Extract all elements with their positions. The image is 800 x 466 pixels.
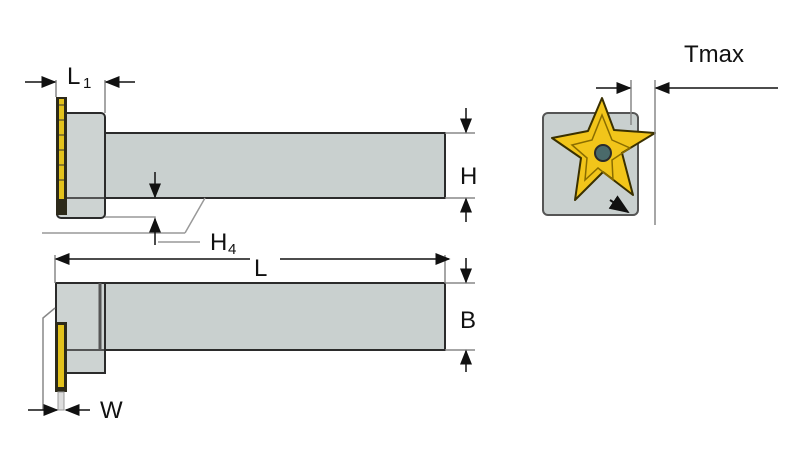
blade-insert-front	[55, 322, 67, 411]
blade-insert-side	[56, 97, 67, 215]
label-tmax: Tmax	[684, 41, 744, 68]
label-l1: L	[67, 63, 80, 90]
dimension-w	[28, 307, 90, 416]
dimension-b	[445, 258, 475, 372]
dimension-h4	[42, 172, 206, 245]
top-view: L 1 H H 4	[25, 63, 477, 258]
dimension-l	[54, 253, 451, 283]
label-b: B	[460, 307, 476, 334]
clamp-screw-icon	[594, 144, 612, 162]
dimension-tmax	[596, 80, 778, 225]
label-w: W	[100, 397, 123, 424]
shank-top	[104, 132, 446, 199]
label-l1-sub: 1	[83, 75, 91, 92]
dimension-l1	[25, 76, 135, 113]
label-h4: H	[210, 229, 227, 256]
shank-side	[102, 282, 446, 351]
label-h: H	[460, 163, 477, 190]
side-view: L B W	[28, 253, 476, 424]
label-l: L	[254, 255, 267, 282]
insert-view: Tmax	[542, 41, 778, 225]
label-h4-sub: 4	[228, 241, 236, 258]
dimension-h	[445, 108, 475, 222]
